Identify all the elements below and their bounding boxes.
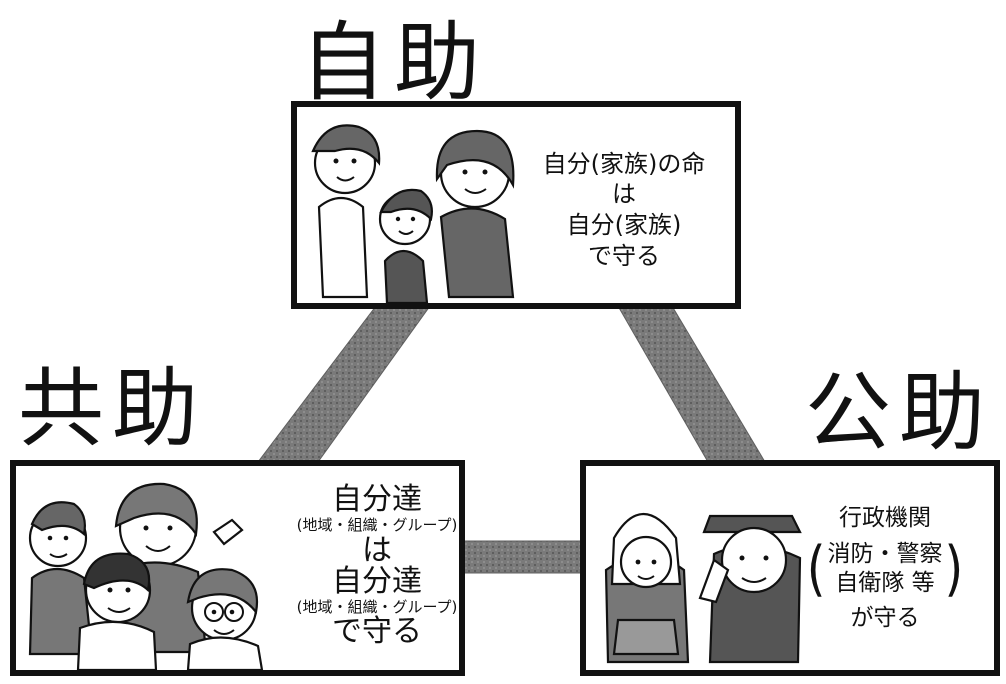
center-person-hair-shape: [114, 482, 198, 538]
firefighter-left-eye: [635, 559, 641, 565]
mutual-help-line-6: で守る: [332, 614, 422, 650]
mother-left-eye: [462, 169, 468, 175]
mutual-help-title: 共助: [18, 359, 206, 459]
mutual-help-line-2: (地域・組織・グループ): [296, 515, 458, 534]
public-help-bracket-line-1: 消防・警察: [827, 540, 943, 567]
mother-right-eye: [482, 169, 488, 175]
father-right-eye: [351, 158, 357, 164]
right-person-smile: [213, 629, 235, 635]
mother-body-shape: [439, 207, 515, 299]
front-person-smile: [107, 607, 131, 613]
mutual-help-panel: 自分達 (地域・組織・グループ) は 自分達 (地域・組織・グループ) で守る: [10, 460, 465, 676]
right-connector: [617, 305, 766, 463]
public-help-title: 公助: [805, 363, 993, 463]
left-person-left-eye: [47, 535, 53, 541]
left-person-hair-shape: [30, 501, 86, 537]
mutual-help-line-1: 自分達: [332, 482, 422, 518]
right-person-left-eye: [211, 609, 217, 615]
left-person-right-eye: [63, 535, 69, 541]
self-help-title: 自助: [300, 13, 488, 113]
salute-hand-shape: [698, 558, 730, 604]
front-person-left-eye: [107, 587, 113, 593]
public-help-bracket-line-2: 自衛隊 等: [835, 570, 935, 596]
public-help-bottom-line: が守る: [850, 605, 920, 632]
self-help-line-1: 自分(家族)の命: [542, 149, 706, 178]
self-help-line-2: は: [612, 180, 636, 209]
child-hair-shape: [379, 188, 433, 222]
officer-face-shape: [720, 526, 788, 594]
front-person-hair-shape: [82, 552, 151, 593]
self-help-panel: 自分(家族)の命 は 自分(家族) で守る: [291, 101, 741, 309]
left-person-smile: [49, 553, 68, 558]
self-help-line-3: 自分(家族): [566, 211, 682, 239]
family-illustration: [311, 124, 515, 303]
public-help-bracket-group: ( 消防・警察 自衛隊 等 ): [807, 539, 963, 599]
public-services-illustration: [604, 512, 802, 664]
mutual-help-line-3: は: [362, 532, 392, 568]
mutual-help-line-5: (地域・組織・グループ): [296, 597, 458, 616]
mutual-help-line-4: 自分達: [332, 564, 422, 599]
officer-left-eye: [739, 555, 745, 561]
center-person-smile: [145, 545, 171, 552]
right-person-hair-shape: [186, 568, 259, 615]
firefighter-smile: [637, 575, 655, 580]
father-hair-shape: [311, 124, 381, 166]
officer-smile: [741, 577, 767, 583]
self-help-text: 自分(家族)の命 は 自分(家族) で守る: [529, 135, 719, 285]
public-help-bracket-content: 消防・警察 自衛隊 等: [826, 540, 945, 599]
left-connector: [256, 305, 431, 463]
center-person-right-eye: [167, 525, 173, 531]
self-help-line-4: で守る: [588, 241, 660, 270]
right-person-body-shape: [186, 636, 264, 670]
front-person-right-eye: [125, 587, 131, 593]
mutual-help-text: 自分達 (地域・組織・グループ) は 自分達 (地域・組織・グループ) で守る: [282, 474, 472, 658]
public-help-text: 行政機関 ( 消防・警察 自衛隊 等 ) が守る: [807, 484, 963, 654]
public-help-top-line: 行政機関: [839, 505, 931, 532]
right-person-right-eye: [229, 609, 235, 615]
child-right-eye: [410, 216, 416, 222]
mother-smile: [464, 188, 487, 194]
mother-hair-shape: [435, 129, 515, 189]
officer-right-eye: [763, 555, 769, 561]
bottom-connector: [461, 540, 585, 574]
right-person-right-glasses-lens: [224, 602, 244, 622]
right-bracket-mark: ): [944, 534, 964, 604]
child-body-shape: [383, 249, 429, 303]
father-smile: [336, 176, 355, 182]
front-person-body-shape: [76, 620, 158, 670]
officer-cap-shape: [702, 514, 802, 534]
community-illustration: [28, 482, 264, 670]
right-person-left-glasses-lens: [204, 602, 224, 622]
father-body-shape: [317, 196, 369, 299]
hose-device-shape: [612, 618, 680, 656]
raised-hand-shape: [212, 518, 244, 546]
child-left-eye: [395, 216, 401, 222]
firefighter-right-eye: [651, 559, 657, 565]
child-smile: [398, 230, 414, 235]
father-left-eye: [333, 158, 339, 164]
center-person-left-eye: [143, 525, 149, 531]
public-help-panel: 行政機関 ( 消防・警察 自衛隊 等 ) が守る: [580, 460, 1000, 676]
firefighter-face-shape: [619, 535, 673, 589]
left-bracket-mark: (: [806, 534, 826, 604]
